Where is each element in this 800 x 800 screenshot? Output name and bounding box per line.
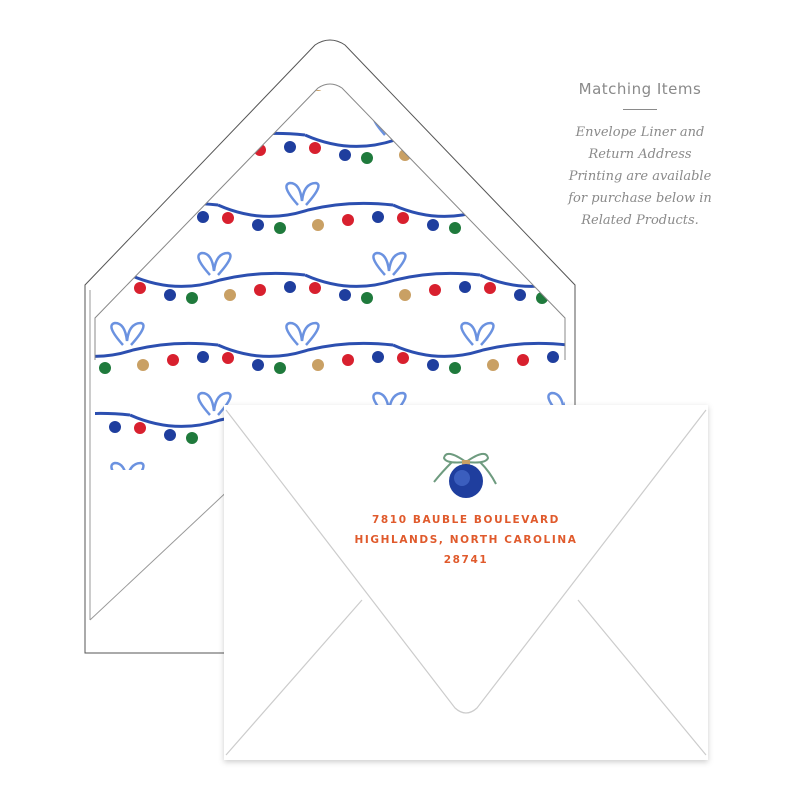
divider (623, 109, 657, 110)
matching-items-panel: Matching Items Envelope Liner and Return… (560, 80, 720, 232)
matching-items-title: Matching Items (578, 80, 702, 98)
return-address: 7810 BAUBLE BOULEVARD HIGHLANDS, NORTH C… (224, 510, 708, 570)
address-line-1: 7810 BAUBLE BOULEVARD (372, 514, 560, 526)
matching-items-description: Envelope Liner and Return Address Printi… (568, 125, 712, 228)
address-line-3: 28741 (443, 554, 489, 566)
address-line-2: HIGHLANDS, NORTH CAROLINA (354, 534, 578, 546)
ornament-illustration (433, 452, 497, 498)
front-envelope (224, 405, 708, 760)
